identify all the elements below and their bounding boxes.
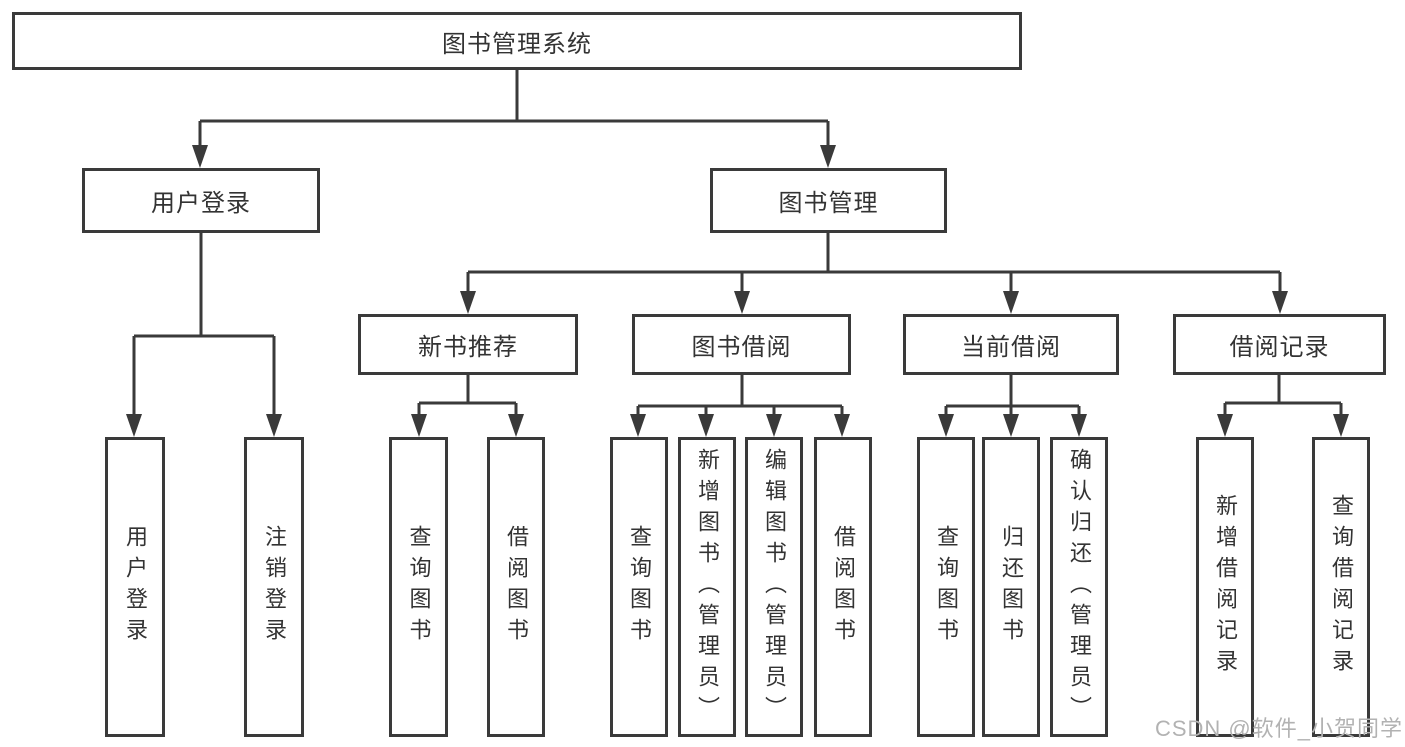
arrowhead (1003, 414, 1019, 437)
arrowhead (1071, 414, 1087, 437)
node-label: 查询图书 (406, 525, 432, 649)
node-current-borrowing: 当前借阅 (903, 314, 1119, 375)
connector-book-management-to-level3 (466, 233, 1282, 294)
arrowhead (734, 291, 750, 314)
connector-book-borrowing-to-leaves (636, 375, 844, 419)
arrowhead (1272, 291, 1288, 314)
node-label: 注销登录 (262, 525, 287, 649)
node-label: 确认归还（管理员） (1067, 447, 1092, 727)
node-label: 借阅图书 (504, 525, 529, 649)
node-label: 新增借阅记录 (1213, 494, 1238, 680)
leaf-query-books-current: 查询图书 (917, 437, 975, 737)
leaf-borrow-books: 借阅图书 (814, 437, 872, 737)
arrowhead (1333, 414, 1349, 437)
arrowhead (938, 414, 954, 437)
arrowhead (192, 145, 208, 168)
leaf-query-books-recommend: 查询图书 (389, 437, 448, 737)
leaf-confirm-return-admin: 确认归还（管理员） (1050, 437, 1108, 737)
node-book-borrowing: 图书借阅 (632, 314, 851, 375)
connector-user-login-to-leaves (132, 233, 276, 417)
node-label: 编辑图书（管理员） (762, 447, 787, 727)
leaf-query-books-borrowing: 查询图书 (610, 437, 668, 737)
leaf-add-borrow-record: 新增借阅记录 (1196, 437, 1254, 737)
arrowhead (411, 414, 427, 437)
arrowhead (460, 291, 476, 314)
node-new-book-recommendation: 新书推荐 (358, 314, 578, 375)
node-user-login: 用户登录 (82, 168, 320, 233)
node-label: 当前借阅 (961, 334, 1061, 361)
node-borrowing-records: 借阅记录 (1173, 314, 1386, 375)
node-book-management: 图书管理 (710, 168, 947, 233)
leaf-logout: 注销登录 (244, 437, 304, 737)
arrowhead (820, 145, 836, 168)
watermark: CSDN @软件_小贺同学 (1154, 716, 1403, 741)
node-label: 用户登录 (123, 525, 148, 649)
arrowhead (508, 414, 524, 437)
leaf-add-books-admin: 新增图书（管理员） (678, 437, 736, 737)
node-label: 图书管理系统 (442, 30, 592, 58)
node-label: 新书推荐 (418, 334, 518, 361)
leaf-borrow-books-recommend: 借阅图书 (487, 437, 545, 737)
arrowhead (1003, 291, 1019, 314)
arrowhead (698, 414, 714, 437)
connector-current-borrowing-to-leaves (944, 375, 1081, 419)
node-label: 查询借阅记录 (1329, 494, 1354, 680)
arrowhead (766, 414, 782, 437)
leaf-query-borrow-record: 查询借阅记录 (1312, 437, 1370, 737)
node-label: 用户登录 (151, 190, 251, 217)
node-label: 查询图书 (627, 525, 652, 649)
arrowhead (1217, 414, 1233, 437)
node-label: 借阅图书 (831, 525, 856, 649)
node-label: 归还图书 (999, 525, 1024, 649)
connector-root-to-level2 (198, 70, 830, 148)
connector-borrowing-records-to-leaves (1223, 375, 1343, 419)
leaf-return-books: 归还图书 (982, 437, 1040, 737)
node-label: 新增图书（管理员） (695, 447, 720, 727)
leaf-edit-books-admin: 编辑图书（管理员） (745, 437, 803, 737)
arrowhead (266, 414, 282, 437)
arrowhead (834, 414, 850, 437)
arrowhead (630, 414, 646, 437)
node-library-management-system: 图书管理系统 (12, 12, 1022, 70)
node-label: 借阅记录 (1229, 334, 1330, 361)
leaf-user-login: 用户登录 (105, 437, 165, 737)
node-label: 查询图书 (934, 525, 959, 649)
node-label: 图书借阅 (691, 334, 792, 361)
node-label: 图书管理 (778, 190, 879, 217)
connector-new-book-to-leaves (417, 375, 518, 419)
arrowhead (126, 414, 142, 437)
